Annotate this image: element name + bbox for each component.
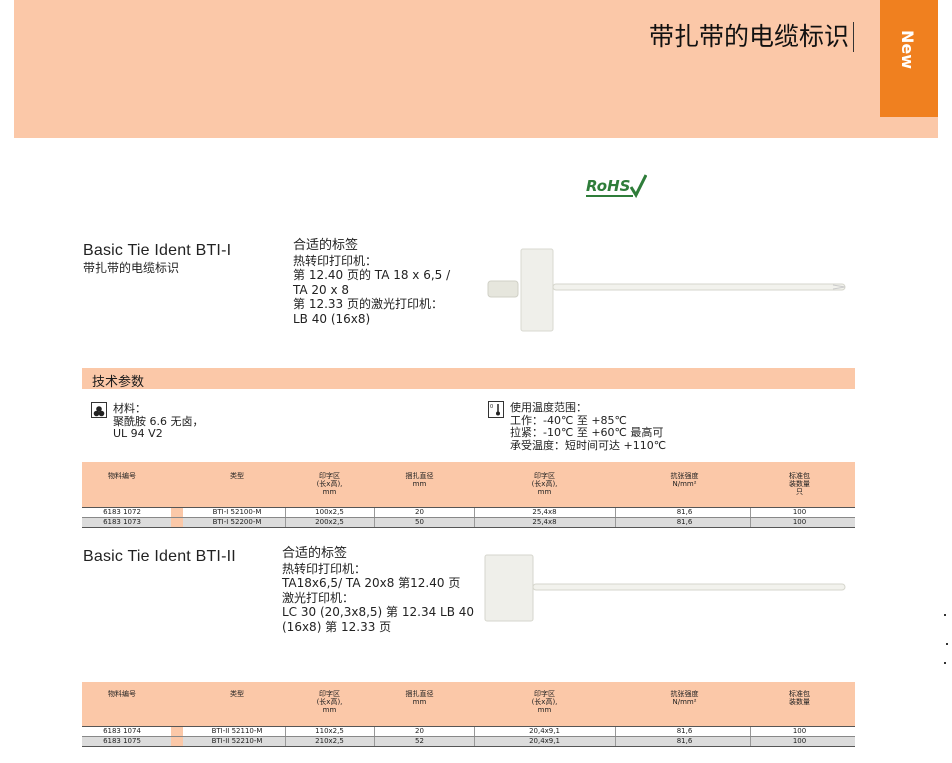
col-header: 物料编号: [108, 472, 136, 480]
table-row: 6183 1073 BTI-I 52200-M 200x2,5 50 25,4x…: [82, 517, 855, 528]
table-row: 6183 1075 BTI-II 52210-M 210x2,5 52 20,4…: [82, 736, 855, 747]
margin-mark: [944, 662, 946, 664]
product2-name: Basic Tie Ident BTI-II: [83, 548, 236, 565]
svg-text:0: 0: [490, 404, 493, 410]
temperature-line: 使用温度范围：: [510, 401, 587, 414]
product1-spec: 合适的标签 热转印打印机： 第 12.40 页的 TA 18 x 6,5 / T…: [293, 238, 463, 326]
product2-spec: 合适的标签 热转印打印机： TA18x6,5/ TA 20x8 第12.40 页…: [282, 546, 482, 634]
material-line: UL 94 V2: [113, 427, 163, 440]
margin-mark: [944, 614, 946, 616]
product1-image: [483, 244, 853, 340]
tech-params-label: 技术参数: [92, 375, 145, 390]
product2-spec-line: 热转印打印机：: [282, 561, 367, 576]
material-line: 聚酰胺 6.6 无卤，: [113, 414, 204, 428]
product2-image: [480, 550, 852, 629]
col-header: 类型: [230, 690, 244, 698]
col-header: 标准包装数量只: [789, 472, 810, 496]
rohs-logo: RoHS: [585, 171, 648, 199]
product2-spec-line: (16x8) 第 12.33 页: [282, 619, 392, 634]
temperature-line: 工作：-40℃ 至 +85℃: [510, 413, 627, 427]
product1-spec-line: 第 12.33 页的激光打印机：: [293, 297, 443, 311]
product1-spec-line: LB 40 (16x8): [293, 311, 371, 326]
margin-mark: [946, 643, 948, 645]
product1-spec-head: 合适的标签: [293, 238, 359, 253]
material-icon: [91, 402, 107, 418]
col-header: 印字区(长x高),mm: [316, 472, 343, 496]
temperature-line: 承受温度：短时间可达 +110℃: [510, 438, 667, 452]
col-header: 标准包装数量: [789, 690, 810, 706]
new-label: New: [898, 30, 917, 70]
page-title: 带扎带的电缆标识: [649, 22, 854, 52]
header-band: [14, 0, 938, 138]
table-row: 6183 1074 BTI-II 52110-M 110x2,5 20 20,4…: [82, 726, 855, 736]
product2-spec-head: 合适的标签: [282, 546, 348, 561]
temperature-text: 使用温度范围： 工作：-40℃ 至 +85℃ 拉紧：-10℃ 至 +60℃ 最高…: [510, 401, 667, 452]
col-header: 印字区(长x高),mm: [316, 690, 343, 714]
temperature-line: 拉紧：-10℃ 至 +60℃ 最高可: [510, 426, 664, 439]
col-header: 类型: [230, 472, 244, 480]
product2-spec-line: 激光打印机：: [282, 590, 355, 605]
tech-params-bar: 技术参数: [82, 368, 855, 390]
product1-subtitle: 带扎带的电缆标识: [83, 261, 180, 275]
product2-spec-line: TA18x6,5/ TA 20x8 第12.40 页: [282, 576, 461, 590]
col-header: 印字区(长x高),mm: [531, 472, 558, 496]
material-line: 材料：: [113, 402, 146, 415]
product1-spec-line: 热转印打印机：: [293, 253, 378, 268]
col-header: 印字区(长x高),mm: [531, 690, 558, 714]
rohs-text: RoHS: [586, 177, 630, 195]
product1-spec-line: TA 20 x 8: [293, 282, 350, 297]
thermometer-icon: 0: [488, 401, 504, 418]
product1-spec-line: 第 12.40 页的 TA 18 x 6,5 /: [293, 268, 451, 282]
material-text: 材料： 聚酰胺 6.6 无卤， UL 94 V2: [113, 402, 204, 441]
table-row: 6183 1072 BTI-I 52100-M 100x2,5 20 25,4x…: [82, 507, 855, 517]
new-tab: New: [880, 0, 938, 117]
product1-name: Basic Tie Ident BTI-I: [83, 242, 232, 259]
product2-spec-line: LC 30 (20,3x8,5) 第 12.34 LB 40: [282, 605, 475, 619]
col-header: 物料编号: [108, 690, 136, 698]
